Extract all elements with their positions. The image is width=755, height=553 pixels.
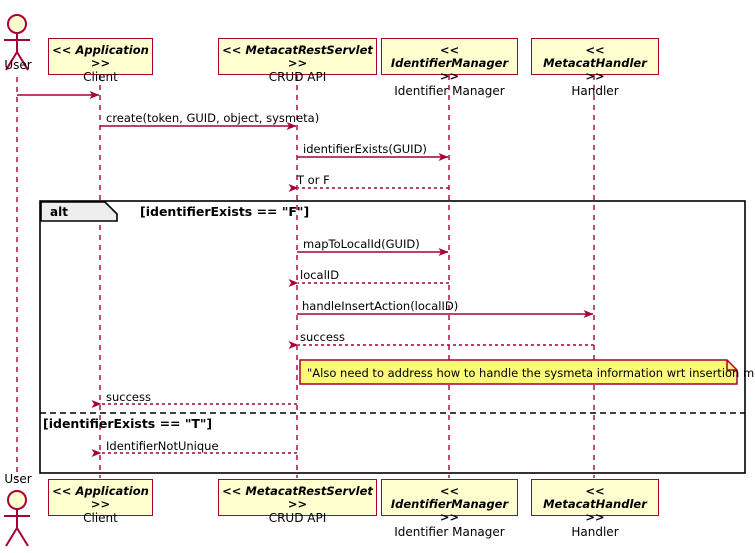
participant-stereotype: << MetacatHandler >> xyxy=(543,43,647,84)
alt-operator-label: alt xyxy=(50,205,68,219)
actor-label-user-bottom: User xyxy=(4,472,32,486)
note-shape xyxy=(299,359,738,385)
participant-name: Identifier Manager xyxy=(394,524,505,539)
participant-name: Client xyxy=(83,511,118,526)
participant-crud-bottom[interactable]: << MetacatRestServlet >> CRUD API xyxy=(218,479,377,525)
participant-stereotype: << MetacatRestServlet >> xyxy=(222,484,373,512)
message-label-success-handler: success xyxy=(300,330,345,344)
message-label-identifier-exists: identifierExists(GUID) xyxy=(303,142,427,156)
alt-branch-condition-1: [identifierExists == "F"] xyxy=(140,204,310,219)
alt-fragment-frame xyxy=(39,200,746,474)
participant-handler-bottom[interactable]: << MetacatHandler >> Handler xyxy=(531,479,659,538)
message-arrows xyxy=(17,91,594,457)
message-label-map-to-local-id: mapToLocalId(GUID) xyxy=(303,237,420,251)
participant-name: Identifier Manager xyxy=(394,83,505,98)
participant-handler-top[interactable]: << MetacatHandler >> Handler xyxy=(531,38,659,97)
participant-idmgr-top[interactable]: << IdentifierManager >> Identifier Manag… xyxy=(381,38,518,97)
participant-name: Client xyxy=(83,70,118,85)
message-label-t-or-f: T or F xyxy=(297,173,330,187)
participant-crud-top[interactable]: << MetacatRestServlet >> CRUD API xyxy=(218,38,377,84)
participant-name: Handler xyxy=(571,524,619,539)
message-label-handle-insert-action: handleInsertAction(localID) xyxy=(302,299,459,313)
participant-stereotype: << Application >> xyxy=(52,43,149,71)
note-label: "Also need to address how to handle the … xyxy=(307,366,755,380)
participant-client-top[interactable]: << Application >> Client xyxy=(48,38,153,84)
participant-name: CRUD API xyxy=(268,511,327,526)
participant-client-bottom[interactable]: << Application >> Client xyxy=(48,479,153,525)
actor-label-user-top: User xyxy=(4,58,32,72)
participant-stereotype: << IdentifierManager >> xyxy=(390,484,509,525)
participant-stereotype: << IdentifierManager >> xyxy=(390,43,509,84)
participant-stereotype: << MetacatHandler >> xyxy=(543,484,647,525)
alt-branch-condition-2: [identifierExists == "T"] xyxy=(43,416,213,431)
lifelines xyxy=(16,75,595,478)
alt-operator-tab xyxy=(40,201,118,222)
message-label-success-client: success xyxy=(106,390,151,404)
message-label-create: create(token, GUID, object, sysmeta) xyxy=(106,111,320,125)
participant-idmgr-bottom[interactable]: << IdentifierManager >> Identifier Manag… xyxy=(381,479,518,538)
actor-user-bottom xyxy=(4,490,30,547)
participant-name: CRUD API xyxy=(268,70,327,85)
actor-user-top xyxy=(4,14,30,71)
participant-name: Handler xyxy=(571,83,619,98)
participant-stereotype: << Application >> xyxy=(52,484,149,512)
message-label-local-id: localID xyxy=(300,268,340,282)
message-label-identifier-not-unique: IdentifierNotUnique xyxy=(106,439,219,453)
participant-stereotype: << MetacatRestServlet >> xyxy=(222,43,373,71)
